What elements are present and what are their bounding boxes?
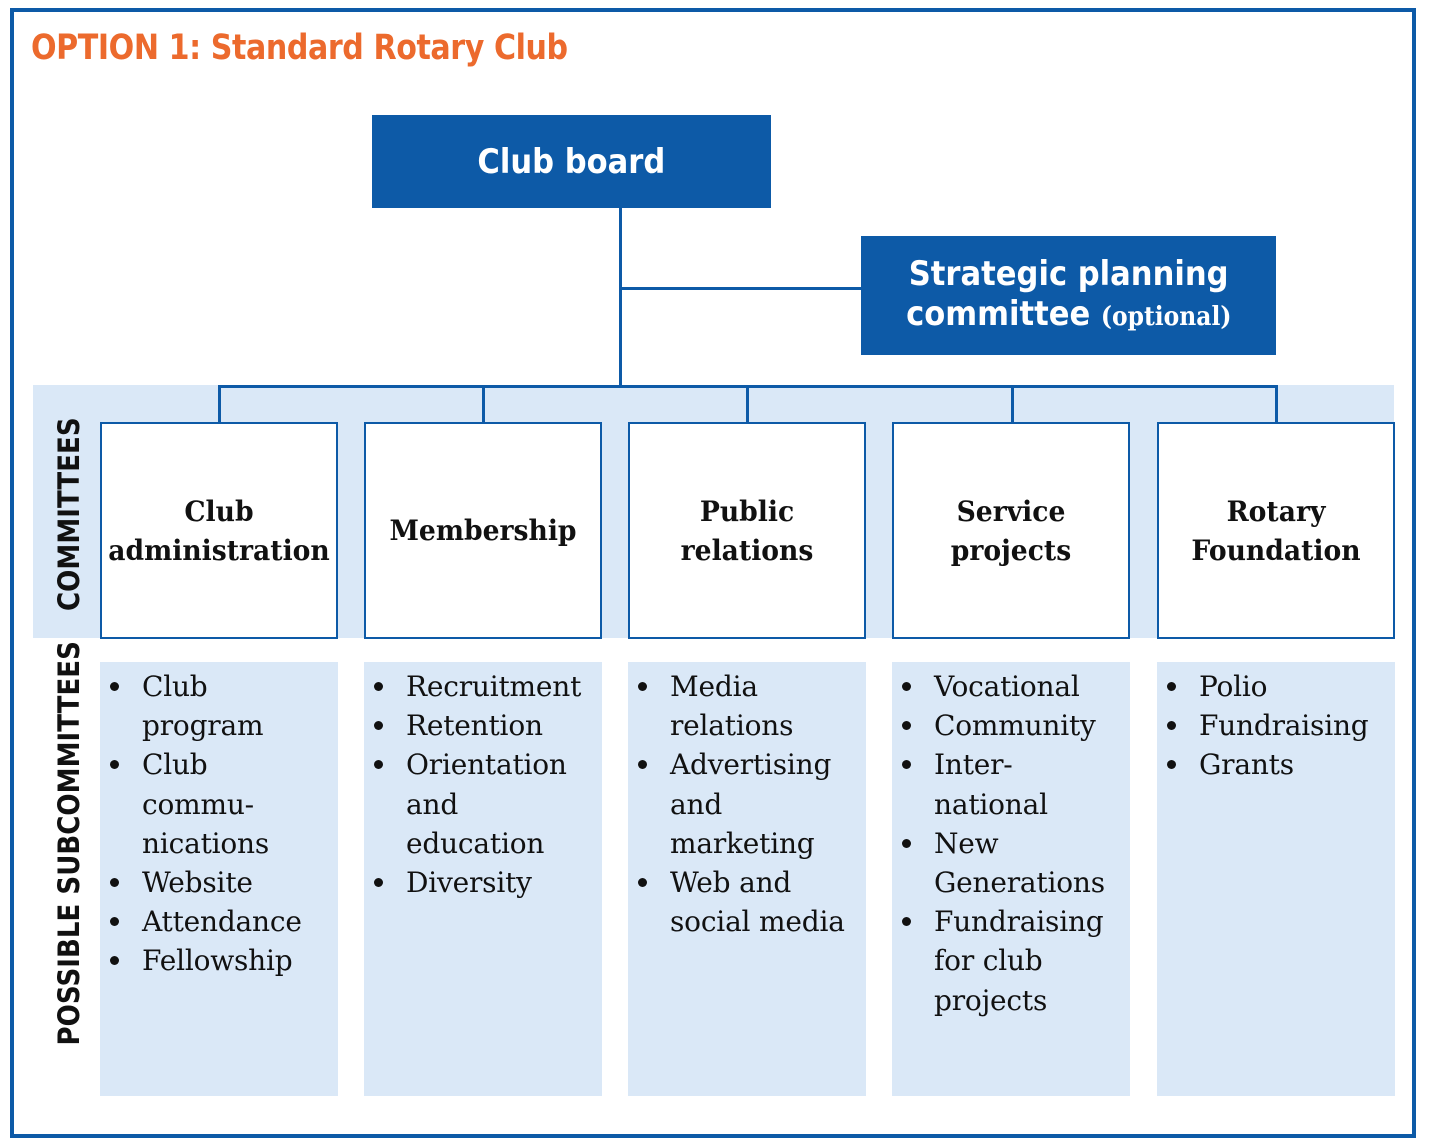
strategic-branch-line xyxy=(619,287,862,290)
subcommittee-item: Orientation and education xyxy=(372,745,602,863)
subcommittee-item: New Generations xyxy=(900,824,1130,902)
subcommittee-item: Inter- national xyxy=(900,745,1130,823)
club-board-box: Club board xyxy=(372,115,771,208)
subcommittee-item: Web and social media xyxy=(636,863,866,941)
subcommittee-item: Retention xyxy=(372,706,602,745)
committee-name: Club administration xyxy=(108,494,330,567)
committee-box: Service projects xyxy=(892,422,1130,639)
committee-drop-line xyxy=(218,385,221,423)
page-title: OPTION 1: Standard Rotary Club xyxy=(31,28,568,68)
committee-name: Membership xyxy=(389,514,577,547)
subcommittee-item: Fellowship xyxy=(108,941,338,980)
strategic-planning-line1: Strategic planning xyxy=(908,254,1229,294)
strategic-planning-line2: committee (optional) xyxy=(906,294,1231,337)
subcommittee-item: Attendance xyxy=(108,902,338,941)
subcommittee-item: Media relations xyxy=(636,667,866,745)
committees-side-label: COMMITTEES xyxy=(52,417,86,611)
subcommittee-item: Community xyxy=(900,706,1130,745)
strategic-planning-box: Strategic planning committee (optional) xyxy=(861,236,1276,355)
committee-box: Rotary Foundation xyxy=(1157,422,1395,639)
subcommittee-item: Diversity xyxy=(372,863,602,902)
subcommittees-side-label: POSSIBLE SUBCOMMITTEES xyxy=(52,641,86,1046)
subcommittee-item: Fundraising for club projects xyxy=(900,902,1130,1020)
committee-box: Membership xyxy=(364,422,602,639)
subcommittee-item: Club program xyxy=(108,667,338,745)
subcommittee-item: Advertising and marketing xyxy=(636,745,866,863)
subcommittee-item: Grants xyxy=(1165,745,1395,784)
committee-name: Public relations xyxy=(680,494,814,567)
committee-box: Public relations xyxy=(628,422,866,639)
committee-name: Service projects xyxy=(950,494,1072,567)
subcommittee-item: Club commu- nications xyxy=(108,745,338,863)
strategic-planning-committee: committee xyxy=(905,294,1091,334)
board-trunk-line xyxy=(619,207,622,388)
committee-drop-line xyxy=(746,385,749,423)
committee-drop-line xyxy=(482,385,485,423)
subcommittee-item: Recruitment xyxy=(372,667,602,706)
club-board-label: Club board xyxy=(477,141,666,182)
committee-drop-line xyxy=(1275,385,1278,423)
subcommittee-item: Website xyxy=(108,863,338,902)
committee-box: Club administration xyxy=(100,422,338,639)
subcommittee-item: Fundraising xyxy=(1165,706,1395,745)
subcommittee-item: Polio xyxy=(1165,667,1395,706)
subcommittee-item: Vocational xyxy=(900,667,1130,706)
strategic-planning-optional: (optional) xyxy=(1100,302,1232,332)
committee-drop-line xyxy=(1011,385,1014,423)
committee-name: Rotary Foundation xyxy=(1191,494,1361,567)
